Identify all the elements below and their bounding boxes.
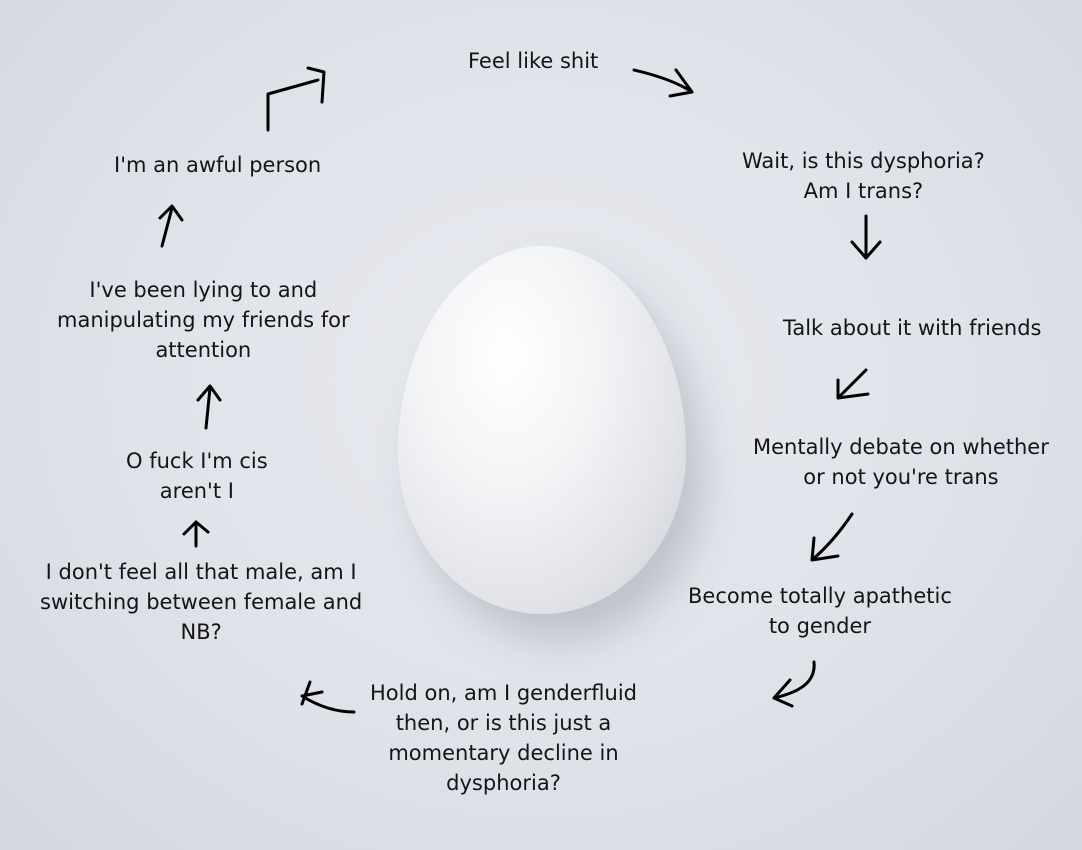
arrow-9 bbox=[158, 204, 184, 248]
step-text: Hold on, am I genderfluid bbox=[370, 681, 638, 705]
step-text: to gender bbox=[768, 614, 872, 638]
step-text: aren't I bbox=[159, 479, 234, 503]
step-is-this-dysphoria: Wait, is this dysphoria? Am I trans? bbox=[742, 146, 985, 206]
arrow-7 bbox=[182, 520, 210, 548]
step-text: Feel like shit bbox=[468, 49, 599, 73]
step-text: or not you're trans bbox=[803, 465, 999, 489]
step-text: Am I trans? bbox=[803, 179, 924, 203]
step-talk-with-friends: Talk about it with friends bbox=[783, 313, 1042, 343]
step-text: I don't feel all that male, am I bbox=[45, 560, 357, 584]
step-mentally-debate: Mentally debate on whether or not you're… bbox=[753, 432, 1049, 492]
arrow-4 bbox=[810, 512, 854, 562]
step-lying: I've been lying to and manipulating my f… bbox=[57, 275, 350, 365]
arrow-3 bbox=[836, 368, 870, 400]
step-text: Talk about it with friends bbox=[783, 316, 1042, 340]
step-text: then, or is this just a bbox=[395, 711, 612, 735]
arrow-5 bbox=[772, 660, 816, 708]
step-not-male: I don't feel all that male, am I switchi… bbox=[40, 557, 362, 647]
arrow-6 bbox=[300, 680, 356, 714]
step-text: Become totally apathetic bbox=[688, 584, 952, 608]
step-text: Mentally debate on whether bbox=[753, 435, 1049, 459]
arrow-2 bbox=[850, 214, 882, 260]
step-text: I've been lying to and bbox=[89, 278, 318, 302]
step-cis: O fuck I'm cis aren't I bbox=[126, 446, 268, 506]
step-text: switching between female and bbox=[40, 590, 363, 614]
arrow-8 bbox=[196, 384, 222, 430]
step-text: NB? bbox=[180, 620, 222, 644]
step-text: manipulating my friends for bbox=[57, 308, 350, 332]
egg-image bbox=[398, 246, 686, 614]
step-feel-like-shit: Feel like shit bbox=[468, 46, 598, 76]
arrow-10 bbox=[266, 66, 326, 132]
step-text: dysphoria? bbox=[446, 771, 561, 795]
step-text: Wait, is this dysphoria? bbox=[742, 149, 985, 173]
arrow-1 bbox=[632, 68, 694, 98]
step-awful-person: I'm an awful person bbox=[114, 150, 321, 180]
step-text: O fuck I'm cis bbox=[126, 449, 268, 473]
step-text: momentary decline in bbox=[388, 741, 619, 765]
step-text: attention bbox=[155, 338, 252, 362]
step-apathetic: Become totally apathetic to gender bbox=[688, 581, 952, 641]
step-text: I'm an awful person bbox=[114, 153, 322, 177]
step-genderfluid: Hold on, am I genderfluid then, or is th… bbox=[370, 678, 637, 798]
